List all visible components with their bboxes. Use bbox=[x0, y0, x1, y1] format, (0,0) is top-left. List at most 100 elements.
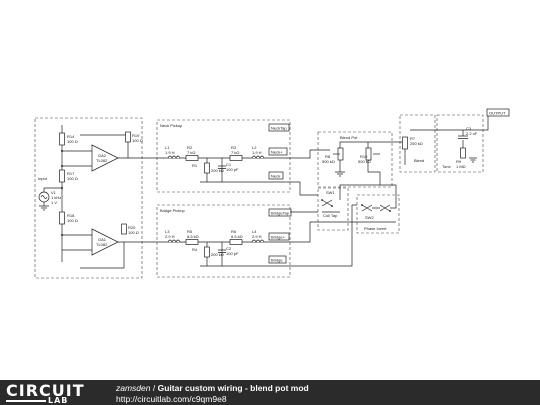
junction-dot bbox=[61, 187, 63, 189]
circuit-meta: zamsden / Guitar custom wiring - blend p… bbox=[116, 383, 309, 405]
oa2-part: TL082 bbox=[96, 158, 108, 163]
c3-value: 2.2 nF bbox=[466, 131, 478, 136]
r20-resistor bbox=[121, 223, 127, 235]
junction-dot bbox=[61, 165, 63, 167]
r2-name: R2 bbox=[187, 145, 193, 150]
r8-name: R8 bbox=[325, 154, 331, 159]
oa1-wires bbox=[62, 234, 135, 251]
l1-name: L1 bbox=[165, 145, 170, 150]
r17-value: 100 Ω bbox=[67, 176, 78, 181]
l2-name: L2 bbox=[252, 145, 257, 150]
r6-name: R6 bbox=[231, 229, 237, 234]
bridge-plus-tag bbox=[268, 232, 290, 241]
r5-value: 8.5 kΩ bbox=[187, 234, 199, 239]
r20-value: 100 Ω bbox=[128, 230, 139, 235]
schematic-canvas: Input Neck Pickup Bridge Pickup Blend Po… bbox=[34, 108, 510, 279]
bridge-tap-label: BridgeTap bbox=[271, 211, 290, 216]
r5-resistor bbox=[185, 239, 199, 245]
c3-capacitor bbox=[458, 135, 468, 139]
blend-wires bbox=[339, 141, 392, 185]
r6-value: 8.5 kΩ bbox=[231, 234, 243, 239]
r10-potentiometer bbox=[365, 147, 372, 161]
c1-value: 100 pF bbox=[226, 167, 239, 172]
r1-name: R1 bbox=[192, 163, 198, 168]
r3-resistor bbox=[229, 155, 243, 161]
neck-tap-tag bbox=[268, 123, 290, 132]
v1-amp: 1 V bbox=[51, 200, 57, 205]
r7-value: 250 kΩ bbox=[410, 141, 423, 146]
r19-name: R19 bbox=[132, 133, 140, 138]
junction-dot bbox=[61, 234, 63, 236]
r9-value: 1 MΩ bbox=[456, 164, 466, 169]
output-label: OUTPUT bbox=[489, 111, 506, 116]
l3-name: L3 bbox=[165, 229, 170, 234]
r14-name: R14 bbox=[67, 134, 75, 139]
oa1-part: TL082 bbox=[96, 242, 108, 247]
blend-pot-label: Blend Pot bbox=[340, 135, 358, 140]
r10-name: R10 bbox=[360, 154, 368, 159]
r2-resistor bbox=[185, 155, 199, 161]
r4-resistor bbox=[204, 246, 210, 258]
l3-inductor bbox=[167, 239, 181, 243]
r10-value: 500 kΩ bbox=[358, 159, 371, 164]
logo-top-text: CIRCUIT bbox=[6, 381, 85, 400]
r7-name: R7 bbox=[410, 136, 416, 141]
neck-pickup-box bbox=[156, 119, 291, 193]
r9-name: R9 bbox=[456, 159, 462, 164]
tone-group-label: Tone bbox=[442, 164, 451, 169]
neck-plus-label: Neck+ bbox=[271, 150, 283, 155]
ground-icon bbox=[39, 205, 49, 211]
sw1-name: SW1 bbox=[326, 190, 335, 195]
c2-value: 100 pF bbox=[226, 251, 239, 256]
c3-name: C3 bbox=[466, 126, 472, 131]
ground-icon bbox=[469, 157, 477, 163]
coil-tap-box bbox=[317, 187, 349, 231]
neck-plus-tag bbox=[268, 147, 288, 156]
sw2-name: SW2 bbox=[365, 215, 374, 220]
circuit-title[interactable]: Guitar custom wiring - blend pot mod bbox=[157, 383, 309, 393]
l2-value: 1.9 H bbox=[252, 150, 262, 155]
l4-inductor bbox=[251, 239, 265, 243]
r18-name: R18 bbox=[67, 213, 75, 218]
r9-potentiometer bbox=[460, 147, 466, 159]
r19-resistor bbox=[125, 131, 131, 143]
c2-name: C2 bbox=[226, 246, 232, 251]
oa2-wires bbox=[62, 150, 135, 167]
bridge-pickup-box bbox=[156, 204, 291, 278]
r6-resistor bbox=[229, 239, 243, 245]
sw1-switch bbox=[321, 184, 380, 213]
junction-dot bbox=[331, 205, 333, 207]
coil-tap-label: Coil Tap bbox=[323, 213, 338, 218]
circuitlab-logo[interactable]: CIRCUIT LAB bbox=[6, 381, 106, 405]
bridge-tap-tag bbox=[268, 208, 292, 217]
c2-capacitor bbox=[218, 249, 226, 253]
bridge-to-phase-wire bbox=[290, 221, 357, 243]
blend-output-box bbox=[399, 114, 436, 173]
r3-value: 7 kΩ bbox=[231, 150, 239, 155]
r4-value: 200 kΩ bbox=[211, 252, 224, 257]
c1-capacitor bbox=[218, 165, 226, 169]
r4-name: R4 bbox=[192, 247, 198, 252]
r2-value: 7 kΩ bbox=[187, 150, 195, 155]
author-link[interactable]: zamsden bbox=[116, 383, 151, 393]
oa1-feedback-wire bbox=[80, 242, 125, 269]
l3-value: 2.9 H bbox=[165, 234, 175, 239]
circuit-url[interactable]: http://circuitlab.com/c9qm9e8 bbox=[116, 394, 227, 404]
c1-name: C1 bbox=[226, 162, 232, 167]
neck-tag bbox=[268, 171, 284, 180]
input-group-box bbox=[34, 117, 143, 279]
v1-name: V1 bbox=[51, 190, 57, 195]
footer-bar: CIRCUIT LAB zamsden / Guitar custom wiri… bbox=[0, 380, 540, 405]
logo-bottom-text: LAB bbox=[48, 396, 69, 405]
phase-invert-box bbox=[356, 194, 400, 234]
r18-resistor bbox=[59, 211, 65, 225]
oa1-opamp bbox=[91, 228, 119, 256]
neck-to-blend-wire bbox=[290, 149, 330, 159]
input-group-label: Input bbox=[38, 176, 48, 181]
blend-pot-box bbox=[317, 131, 393, 188]
r17-resistor bbox=[59, 169, 65, 183]
tone-box bbox=[436, 114, 484, 173]
v1-sine-icon bbox=[40, 195, 48, 199]
sw2-switch bbox=[357, 184, 397, 223]
l4-value: 2.9 H bbox=[252, 234, 262, 239]
